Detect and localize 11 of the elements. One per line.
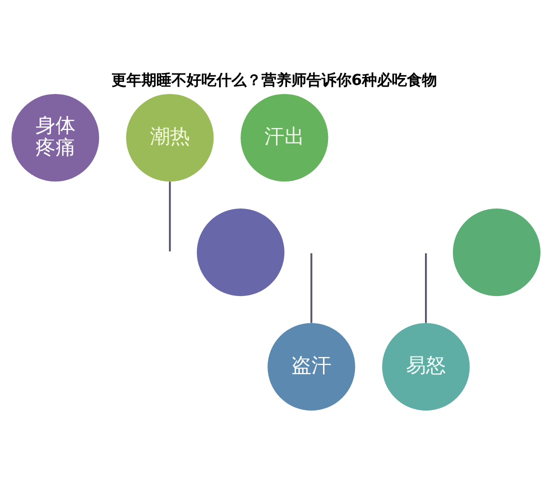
connector	[310, 253, 312, 323]
connector	[168, 182, 171, 252]
diagram-title: 更年期睡不好吃什么？营养师告诉你6种必吃食物	[111, 71, 437, 90]
node-circle	[452, 208, 540, 296]
node-circle: 潮热	[126, 94, 214, 182]
node-circle: 汗出	[240, 94, 328, 182]
connector	[424, 253, 427, 323]
node-circle: 身体疼痛	[12, 94, 100, 182]
node-circle: 盗汗	[268, 323, 356, 411]
node-circle	[196, 208, 284, 296]
node-circle: 易怒	[382, 323, 470, 411]
